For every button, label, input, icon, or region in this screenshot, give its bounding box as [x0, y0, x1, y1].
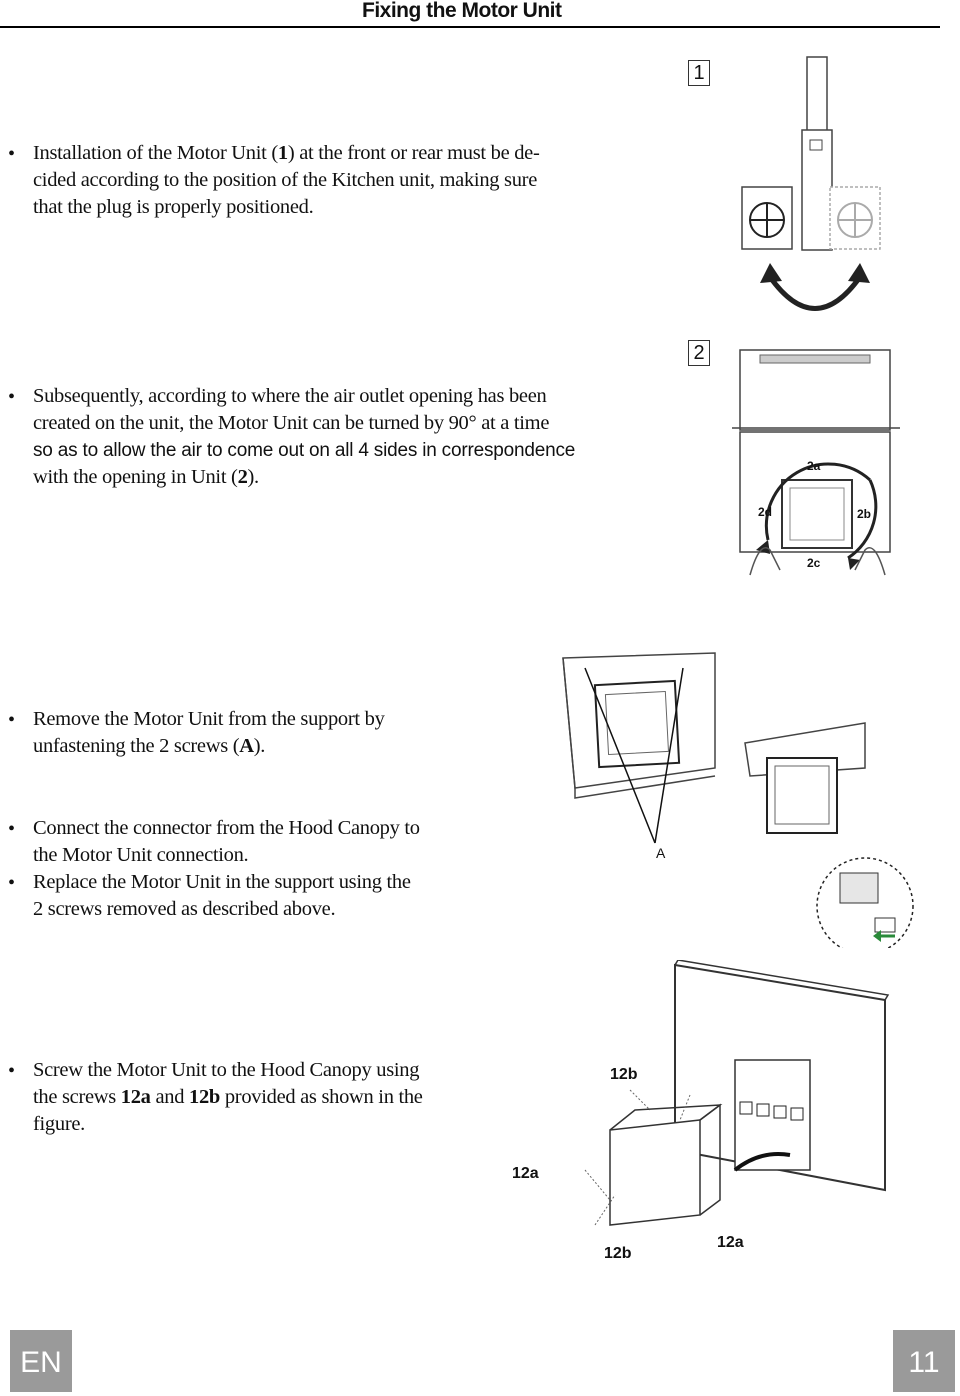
callout-12b-bottom: 12b: [604, 1245, 632, 1262]
section-2-text: Subsequently, according to where the air…: [33, 385, 576, 488]
section-1-text: Installation of the Motor Unit (1) at th…: [33, 142, 540, 218]
page-header: Fixing the Motor Unit: [0, 0, 940, 28]
page-title: Fixing the Motor Unit: [362, 0, 562, 22]
figure-1-motor-rotation: [741, 56, 881, 311]
callout-12a-left: 12a: [512, 1165, 539, 1182]
figure-1-label: 1: [688, 60, 710, 86]
callout-12a-bottom: 12a: [717, 1234, 744, 1251]
page-number: 11: [893, 1330, 955, 1392]
bullet-4: •: [8, 818, 16, 840]
callout-2b: 2b: [857, 507, 872, 521]
figure-4-screw-motor: [584, 960, 890, 1226]
callout-a: A: [656, 845, 666, 861]
section-4-text: Connect the connector from the Hood Cano…: [33, 817, 420, 866]
bullet-3: •: [8, 709, 16, 731]
callout-2a: 2a: [807, 459, 821, 473]
figure-3-remove-motor: [562, 652, 914, 948]
figure-2-rotation-diagram: [732, 349, 900, 576]
section-3-text: Remove the Motor Unit from the support b…: [33, 708, 385, 757]
callout-12b-top: 12b: [610, 1066, 638, 1083]
callout-2d: 2d: [758, 505, 773, 519]
figure-2-label: 2: [688, 340, 710, 366]
section-5-text: Replace the Motor Unit in the support us…: [33, 871, 411, 920]
bullet-6: •: [8, 1060, 16, 1082]
bullet-1: •: [8, 143, 16, 165]
bullet-2: •: [8, 386, 16, 408]
callout-2c: 2c: [807, 556, 821, 570]
bullet-5: •: [8, 872, 16, 894]
section-6-text: Screw the Motor Unit to the Hood Canopy …: [33, 1059, 423, 1135]
language-badge: EN: [10, 1330, 72, 1392]
